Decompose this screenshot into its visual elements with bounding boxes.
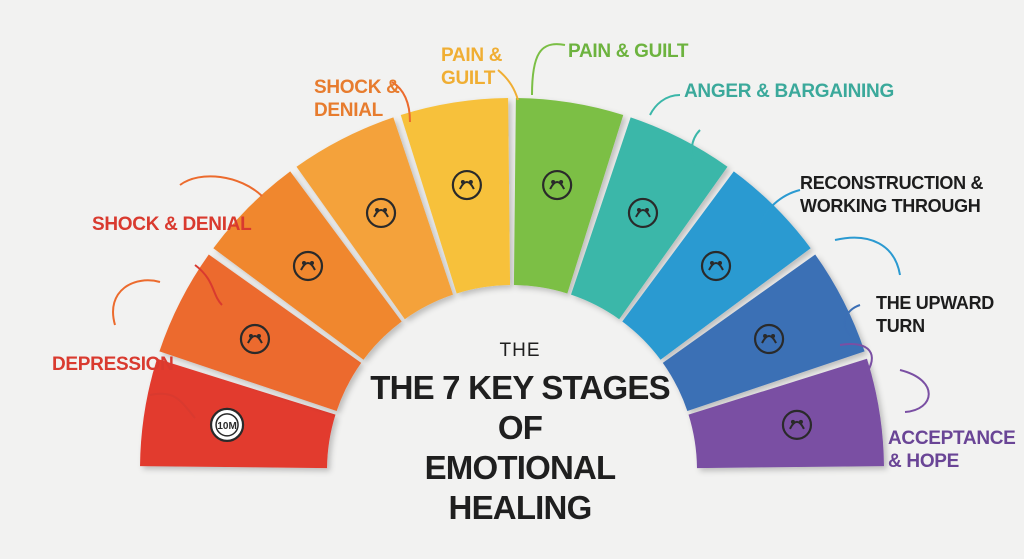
connector-arrow — [839, 343, 873, 376]
label-anger-bargaining: ANGER & BARGAINING — [684, 81, 894, 102]
connector-arrow — [843, 304, 861, 336]
title-main: THE 7 KEY STAGES OF EMOTIONAL HEALING — [370, 369, 670, 526]
connector-arrow — [112, 279, 161, 326]
connector-arrow — [759, 189, 801, 226]
ribbon-badge-icon — [753, 323, 785, 355]
group-people-icon — [451, 169, 482, 201]
connector-arrow — [690, 129, 701, 166]
segment-pain-guilt-1 — [400, 98, 511, 294]
head-profile-icon — [292, 250, 324, 282]
segment-upward-turn — [662, 254, 865, 411]
connector-arrow — [531, 43, 566, 96]
label-upward-turn: THE UPWARD TURN — [876, 293, 994, 336]
label-pain-guilt-b: PAIN & GUILT — [568, 41, 689, 62]
label-acceptance-hope: ACCEPTANCE & HOPE — [888, 428, 1016, 472]
wrench-hand-icon — [700, 250, 732, 282]
segment-shock-denial-2 — [213, 171, 402, 360]
center-title: THE THE 7 KEY STAGES OF EMOTIONAL HEALIN… — [360, 340, 680, 528]
label-depression: DEPRESSION — [52, 354, 174, 375]
connector-arrow — [497, 69, 519, 101]
segment-pain-guilt-2 — [513, 98, 624, 294]
segment-shock-denial-1 — [159, 254, 362, 411]
label-pain-guilt-a: PAIN & GUILT — [441, 45, 503, 89]
segment-anger-bargaining — [571, 117, 728, 320]
label-shock-denial-a: SHOCK & DENIAL — [92, 214, 252, 235]
label-shock-denial-b: SHOCK & DENIAL — [314, 77, 400, 121]
connector-arrow — [899, 369, 930, 413]
hand-heart-icon — [781, 409, 813, 440]
connector-arrow — [649, 94, 681, 116]
connector-arrow — [834, 236, 901, 276]
puzzle-blocks-icon — [365, 197, 397, 229]
segment-acceptance — [688, 358, 884, 469]
connector-arrow — [194, 264, 223, 306]
target-icon-text: 10M — [217, 421, 236, 432]
connector-arrow — [391, 81, 411, 123]
connector-arrow — [149, 392, 196, 419]
target-icon: 10M — [209, 407, 245, 442]
title-prefix: THE — [499, 340, 541, 361]
connector-arrow — [179, 175, 263, 197]
two-people-icon — [239, 323, 271, 355]
fist-bang-icon — [627, 197, 659, 229]
label-reconstruction: RECONSTRUCTION & WORKING THROUGH — [800, 173, 984, 216]
segment-shock-denial-3 — [296, 117, 453, 320]
bandage-icon — [542, 169, 573, 201]
